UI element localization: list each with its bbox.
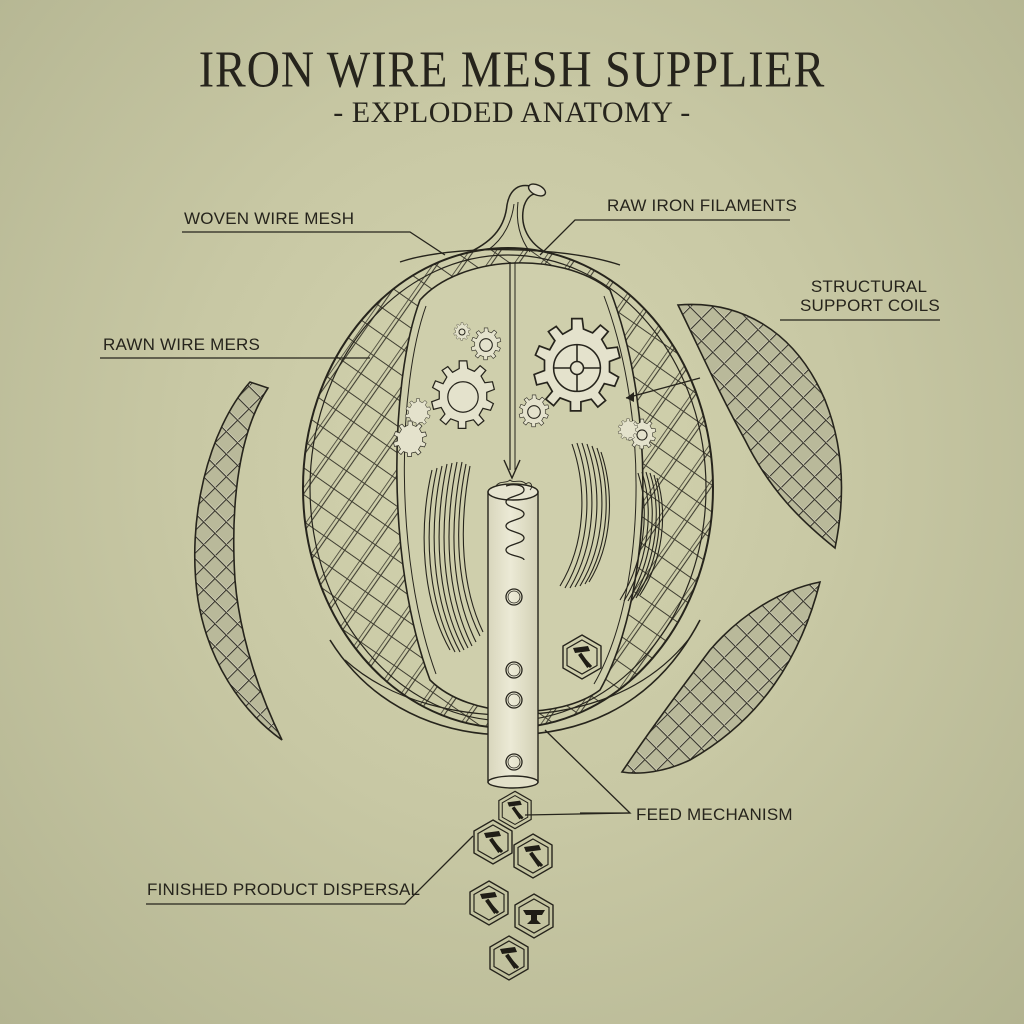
gear-icon — [470, 327, 502, 361]
leader-arrow-gear — [625, 377, 701, 399]
hex-token-hammer — [473, 819, 513, 865]
hammer-icon — [522, 843, 544, 869]
gear-icon — [533, 317, 621, 412]
hex-token-hammer — [489, 935, 529, 981]
leader-woven-wire-mesh — [182, 231, 446, 256]
gear-icon — [627, 418, 657, 450]
label-feed-mechanism: FEED MECHANISM — [636, 805, 793, 824]
spring-icon — [495, 479, 533, 561]
wire-stem — [399, 183, 621, 266]
mesh-fragment-left — [193, 381, 283, 741]
page-title: IRON WIRE MESH SUPPLIER — [198, 40, 826, 98]
label-woven-wire-mesh: WOVEN WIRE MESH — [184, 209, 355, 228]
leader-feed-mechanism-a — [544, 729, 632, 814]
leader-finished-product-dispersal — [146, 835, 474, 905]
label-structural-support-coils: STRUCTURAL SUPPORT COILS — [800, 277, 940, 316]
mesh-fragment-right-lower — [620, 580, 822, 774]
leader-feed-mechanism-b — [524, 812, 631, 816]
gear-icon — [453, 322, 471, 341]
leader-raw-iron-filaments — [539, 219, 790, 256]
filament-bundle-right — [619, 471, 664, 602]
label-finished-product-dispersal: FINISHED PRODUCT DISPERSAL — [147, 880, 421, 899]
hammer-icon — [478, 890, 500, 916]
hex-token-hammer — [469, 880, 509, 926]
hex-token-hammer — [513, 833, 553, 879]
hammer-icon — [482, 829, 504, 855]
hex-token-hammer — [498, 790, 532, 830]
arrow-down-icon — [503, 459, 521, 480]
feed-tube — [487, 479, 539, 789]
label-structural-line2: SUPPORT COILS — [800, 296, 940, 316]
label-raw-iron-filaments: RAW IRON FILAMENTS — [607, 196, 797, 215]
label-rawn-wire-mers: RAWN WIRE MERS — [103, 335, 261, 354]
page-subtitle: - EXPLODED ANATOMY - — [333, 96, 691, 129]
filament-bundle-left — [423, 461, 484, 653]
hammer-icon — [506, 799, 524, 821]
gear-icon — [518, 394, 550, 428]
leader-lines — [100, 219, 940, 905]
iron-filament-bundles — [423, 442, 664, 653]
mesh-fragment-right-upper — [676, 303, 843, 550]
gear-cluster — [393, 317, 657, 457]
hammer-icon — [498, 945, 520, 971]
label-structural-line1: STRUCTURAL — [810, 277, 928, 296]
hex-token-anvil — [514, 893, 554, 939]
filament-bundle-middle — [559, 442, 610, 589]
anvil-icon — [523, 910, 545, 924]
gear-icon — [431, 360, 495, 429]
